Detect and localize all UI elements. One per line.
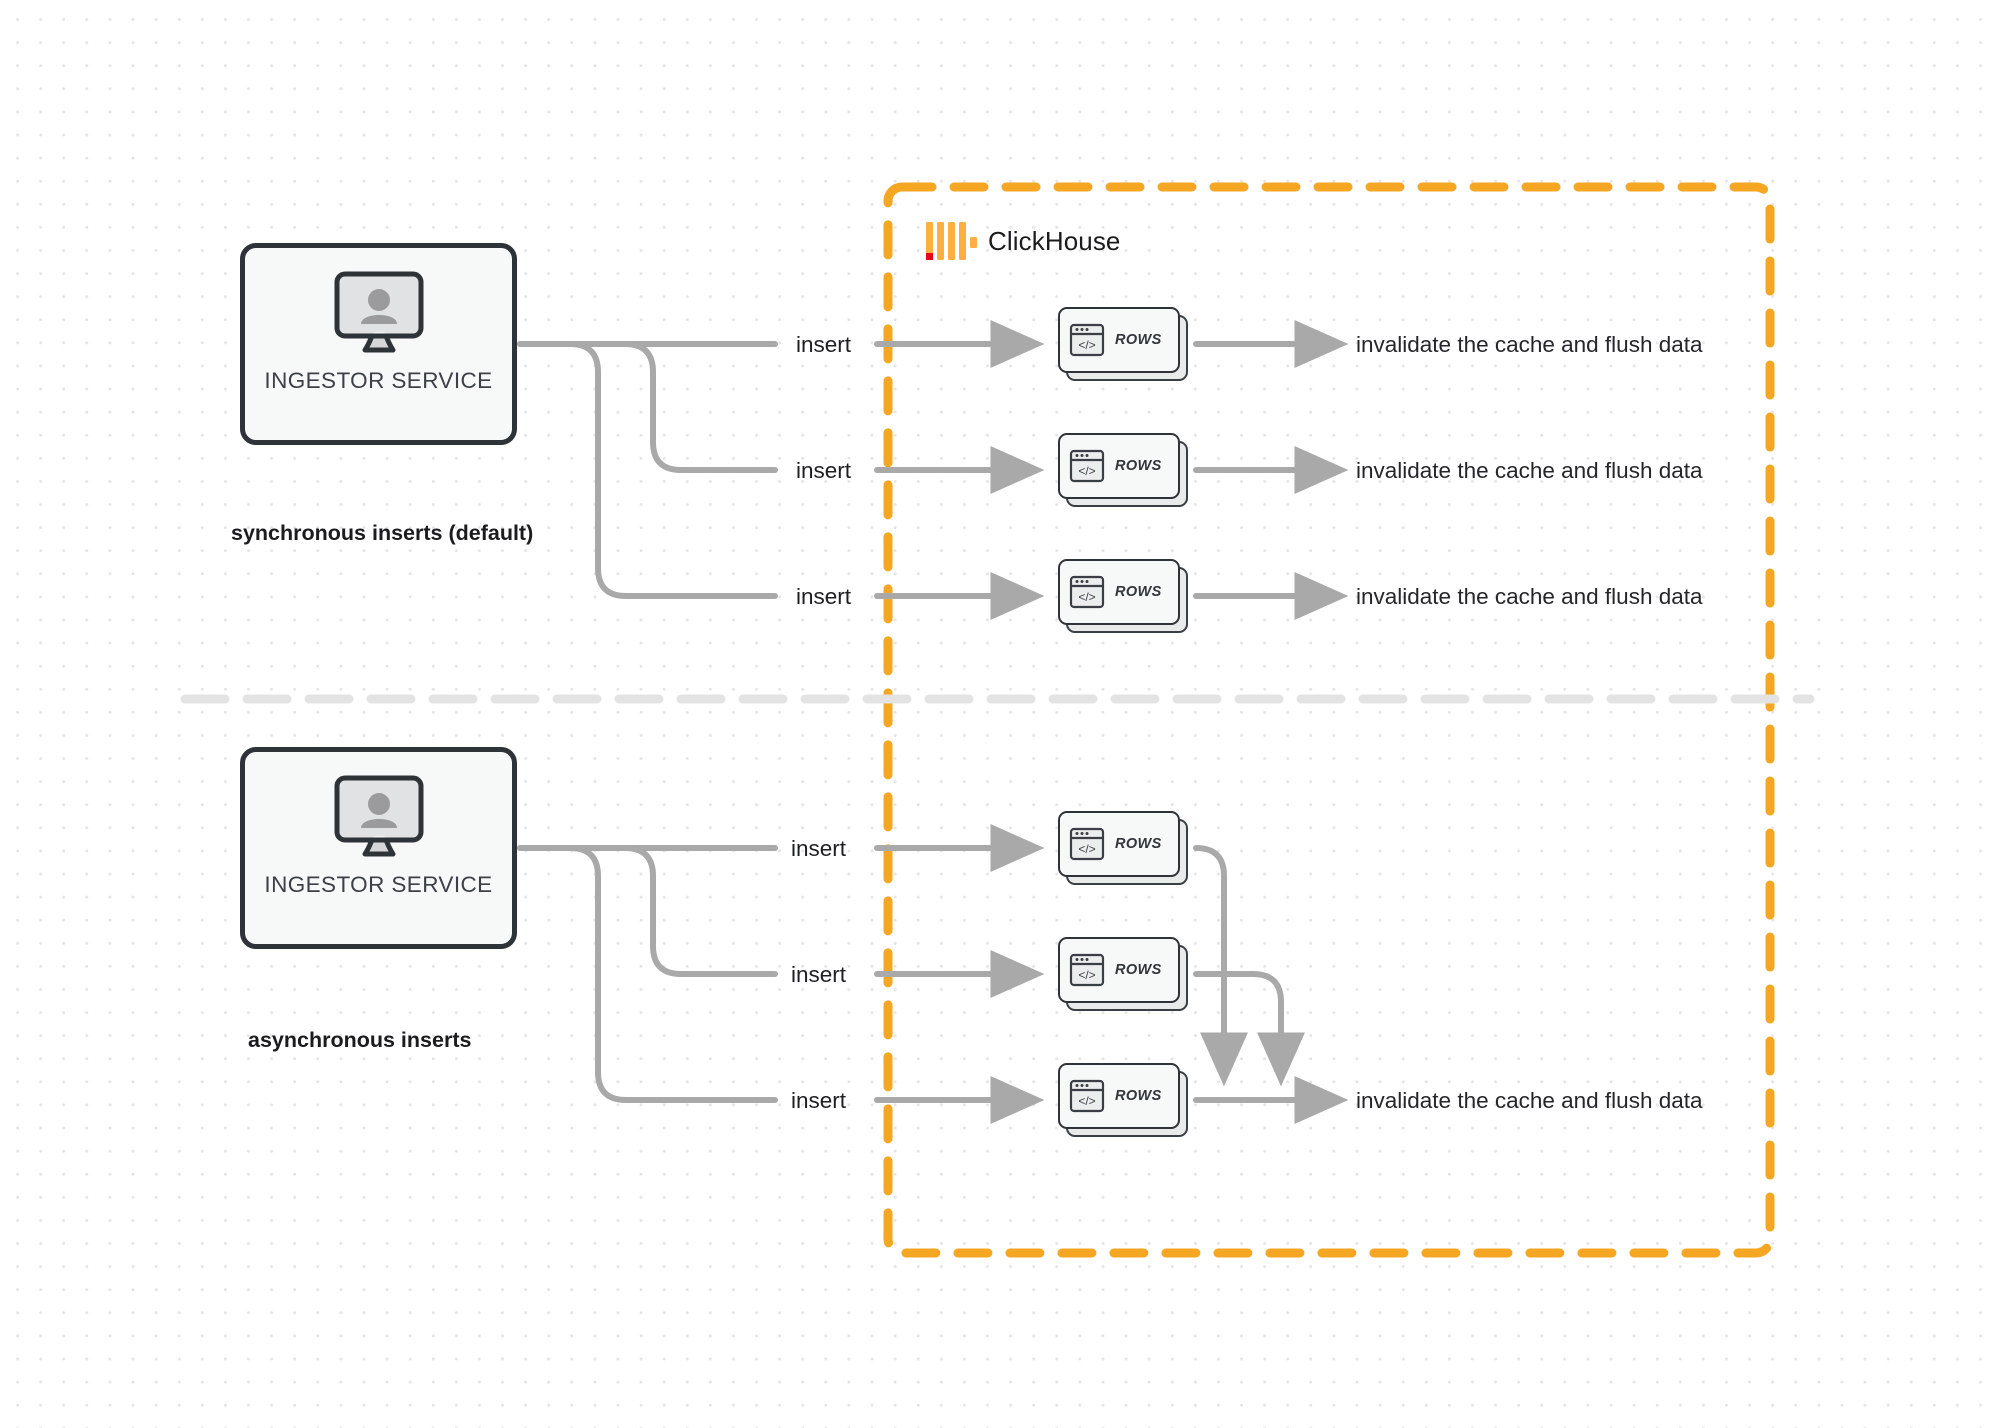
svg-text:</>: </>: [1078, 1094, 1095, 1108]
edge-async-fan-3: [517, 845, 778, 1103]
insert-label-async-1: insert: [791, 836, 847, 861]
rows-node-label: ROWS: [1115, 836, 1162, 852]
insert-label-sync-3: insert: [796, 584, 852, 609]
insert-label-async-2: insert: [791, 962, 847, 987]
clickhouse-brand: ClickHouse: [926, 222, 1121, 260]
code-window-icon: </>: [1069, 449, 1105, 483]
rows-node-sync-2[interactable]: </> ROWS: [1058, 433, 1188, 507]
edge-sync-fan-2: [517, 341, 778, 473]
edge-async-fan-2: [517, 845, 778, 977]
ingestor-service-caption: INGESTOR SERVICE: [264, 368, 493, 393]
insert-label-sync-2: insert: [796, 458, 852, 483]
svg-text:</>: </>: [1078, 338, 1095, 352]
monitor-user-icon: [334, 271, 423, 353]
rows-node-sync-1[interactable]: </> ROWS: [1058, 307, 1188, 381]
clickhouse-logo-icon: [926, 222, 977, 260]
rows-node-label: ROWS: [1115, 332, 1162, 348]
clickhouse-brand-name: ClickHouse: [988, 225, 1121, 256]
code-window-icon: </>: [1069, 827, 1105, 861]
rows-node-card: </> ROWS: [1058, 811, 1180, 877]
flush-label-sync-2: invalidate the cache and flush data: [1356, 458, 1703, 483]
code-window-icon: </>: [1069, 953, 1105, 987]
section-label-synchronous: synchronous inserts (default): [231, 521, 534, 545]
rows-node-card: </> ROWS: [1058, 937, 1180, 1003]
rows-node-label: ROWS: [1115, 1088, 1162, 1104]
edge-async-merge-2: [1193, 971, 1305, 1087]
flush-label-async-merged: invalidate the cache and flush data: [1356, 1088, 1703, 1113]
edge-async-merge-1: [1193, 845, 1248, 1087]
rows-node-card: </> ROWS: [1058, 307, 1180, 373]
rows-node-card: </> ROWS: [1058, 433, 1180, 499]
rows-node-label: ROWS: [1115, 962, 1162, 978]
flush-label-sync-1: invalidate the cache and flush data: [1356, 332, 1703, 357]
ingestor-service-node-synchronous[interactable]: INGESTOR SERVICE: [240, 243, 517, 445]
svg-text:</>: </>: [1078, 842, 1095, 856]
rows-node-async-1[interactable]: </> ROWS: [1058, 811, 1188, 885]
rows-node-async-3[interactable]: </> ROWS: [1058, 1063, 1188, 1137]
code-window-icon: </>: [1069, 1079, 1105, 1113]
monitor-user-icon: [334, 775, 423, 857]
section-label-asynchronous: asynchronous inserts: [248, 1028, 472, 1052]
rows-node-card: </> ROWS: [1058, 559, 1180, 625]
rows-node-label: ROWS: [1115, 584, 1162, 600]
edge-sync-fan-3: [517, 341, 778, 599]
rows-node-label: ROWS: [1115, 458, 1162, 474]
ingestor-service-caption: INGESTOR SERVICE: [264, 872, 493, 897]
svg-text:</>: </>: [1078, 590, 1095, 604]
insert-label-sync-1: insert: [796, 332, 852, 357]
code-window-icon: </>: [1069, 575, 1105, 609]
svg-text:</>: </>: [1078, 464, 1095, 478]
rows-node-sync-3[interactable]: </> ROWS: [1058, 559, 1188, 633]
insert-label-async-3: insert: [791, 1088, 847, 1113]
svg-text:</>: </>: [1078, 968, 1095, 982]
flush-label-sync-3: invalidate the cache and flush data: [1356, 584, 1703, 609]
rows-node-card: </> ROWS: [1058, 1063, 1180, 1129]
rows-node-async-2[interactable]: </> ROWS: [1058, 937, 1188, 1011]
clickhouse-boundary: [883, 182, 1775, 1258]
code-window-icon: </>: [1069, 323, 1105, 357]
ingestor-service-node-asynchronous[interactable]: INGESTOR SERVICE: [240, 747, 517, 949]
